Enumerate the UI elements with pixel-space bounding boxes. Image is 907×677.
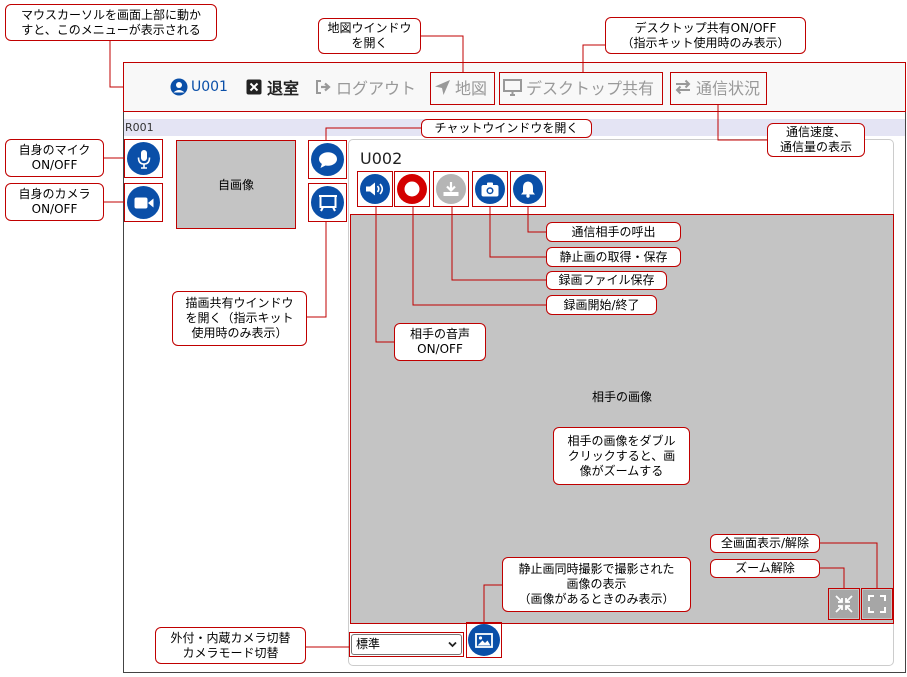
network-status-button[interactable]: 通信状況 [674, 75, 760, 99]
logout-button[interactable]: ログアウト [315, 75, 416, 99]
network-status-label: 通信状況 [696, 79, 761, 98]
draw-share-button[interactable] [311, 186, 344, 219]
self-video-label: 自画像 [217, 178, 254, 192]
highlight-zoom-reset [828, 588, 860, 620]
user-indicator: U001 [170, 76, 228, 98]
user-icon [170, 78, 188, 96]
exchange-icon [674, 79, 692, 95]
highlight-remote-audio [357, 171, 393, 207]
user-id-label: U001 [191, 79, 228, 95]
highlight-snapshot [472, 171, 508, 207]
highlight-remote-video [350, 214, 894, 624]
image-icon [475, 632, 493, 648]
record-button[interactable] [397, 174, 427, 204]
highlight-map-button [430, 72, 495, 105]
highlight-mic-button [124, 139, 163, 178]
chat-bubble-icon [318, 151, 338, 169]
self-video: 自画像 [177, 141, 295, 228]
highlight-record [394, 171, 430, 207]
callout-remote-audio: 相手の音声 ON/OFF [394, 323, 486, 361]
whiteboard-icon [318, 194, 338, 212]
callout-menu-hover: マウスカーソルを画面上部に動か すと、このメニューが表示される [5, 4, 217, 41]
room-id: R001 [125, 121, 154, 134]
expand-icon [868, 595, 886, 613]
highlight-chat-button [308, 140, 347, 179]
camera-mode-value: 標準 [356, 637, 381, 651]
snapshot-display-button[interactable] [468, 624, 500, 656]
exit-label: 退室 [267, 79, 300, 98]
callout-draw-share: 描画共有ウインドウ を開く（指示キット 使用時のみ表示） [172, 291, 307, 346]
callout-zoom-hint: 相手の画像をダブル クリックすると、画 像がズームする [553, 427, 690, 485]
desktop-share-button[interactable]: デスクトップ共有 [503, 75, 654, 99]
highlight-top-menu [123, 62, 906, 112]
callout-open-chat: チャットウインドウを開く [421, 119, 592, 138]
download-icon [442, 181, 460, 197]
exit-button[interactable]: 退室 [246, 75, 299, 99]
zoom-reset-button[interactable] [830, 590, 858, 618]
microphone-icon [137, 149, 151, 169]
fullscreen-button[interactable] [863, 590, 891, 618]
map-label: 地図 [455, 79, 488, 98]
callout-call-partner: 通信相手の呼出 [546, 222, 681, 242]
callout-save-recording: 録画ファイル保存 [546, 271, 667, 290]
highlight-fullscreen [861, 588, 893, 620]
callout-camera: 自身のカメラ ON/OFF [5, 183, 104, 221]
sign-out-icon [315, 79, 332, 95]
highlight-desktop-share [499, 72, 663, 105]
chat-button[interactable] [311, 143, 344, 176]
callout-snapshot: 静止画の取得・保存 [546, 247, 681, 267]
camera-icon [481, 182, 499, 197]
desktop-share-label: デスクトップ共有 [526, 79, 655, 98]
logout-label: ログアウト [336, 79, 417, 98]
callout-camera-switch: 外付・内蔵カメラ切替 カメラモード切替 [155, 627, 306, 664]
callout-zoom-reset: ズーム解除 [710, 559, 820, 578]
callout-snapshot-display: 静止画同時撮影で撮影された 画像の表示 （画像があるときのみ表示） [502, 557, 691, 612]
snapshot-button[interactable] [475, 174, 505, 204]
remote-user-id: U002 [360, 149, 403, 168]
highlight-self-video [176, 140, 296, 229]
mic-toggle-button[interactable] [127, 142, 160, 175]
highlight-network-status [670, 72, 767, 105]
callout-record: 録画開始/終了 [546, 295, 657, 315]
video-camera-icon [134, 196, 154, 210]
camera-mode-select[interactable]: 標準 [351, 634, 462, 655]
close-box-icon [246, 79, 262, 95]
save-recording-button[interactable] [436, 174, 466, 204]
camera-toggle-button[interactable] [127, 186, 160, 219]
callout-fullscreen: 全画面表示/解除 [710, 534, 820, 553]
highlight-camera-button [124, 183, 163, 222]
callout-open-map: 地図ウインドウ を開く [318, 18, 421, 54]
chevron-down-icon [448, 641, 457, 648]
highlight-snapshot-display [466, 622, 502, 658]
callout-network-stats: 通信速度、 通信量の表示 [767, 123, 865, 157]
location-arrow-icon [434, 79, 451, 96]
remote-video-label: 相手の画像 [591, 390, 652, 404]
remote-audio-button[interactable] [360, 174, 390, 204]
callout-desktop-share: デスクトップ共有ON/OFF （指示キット使用時のみ表示） [605, 17, 806, 54]
call-partner-button[interactable] [513, 174, 543, 204]
highlight-save-recording [433, 171, 469, 207]
highlight-call-partner [510, 171, 546, 207]
compress-arrows-icon [834, 594, 854, 614]
record-circle-icon [404, 181, 420, 197]
callout-mic: 自身のマイク ON/OFF [5, 139, 104, 177]
bell-icon [520, 180, 536, 198]
highlight-camera-select [349, 632, 464, 657]
monitor-icon [503, 78, 522, 96]
volume-icon [365, 181, 385, 197]
highlight-draw-share-button [308, 183, 347, 222]
map-button[interactable]: 地図 [434, 75, 487, 99]
